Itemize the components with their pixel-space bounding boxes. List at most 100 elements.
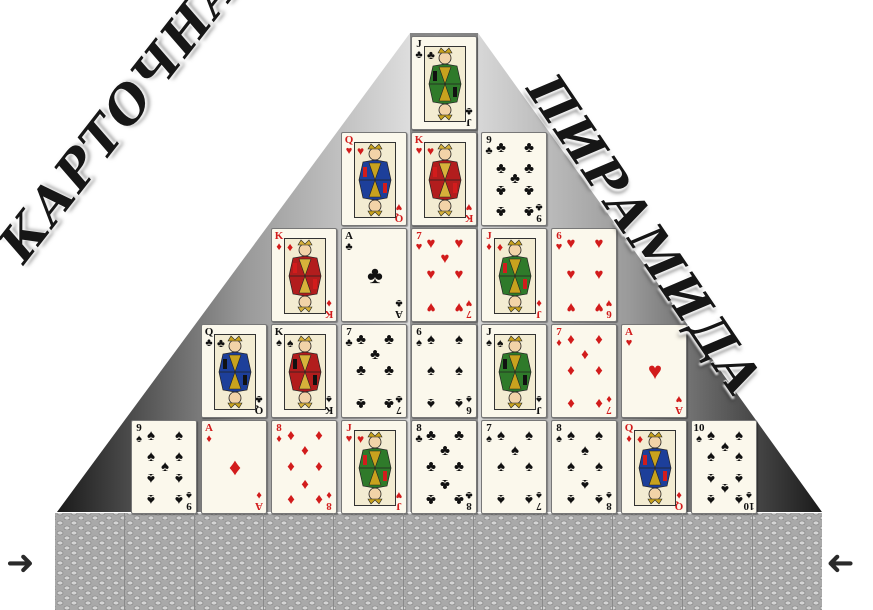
diamond-icon: ♦: [563, 395, 579, 410]
face-card-art: ♥: [424, 142, 466, 218]
spade-icon: ♠: [731, 470, 747, 485]
card-pips: ♠♠♠♠♠♠♠♠♠♠: [703, 429, 747, 507]
club-icon: ♣: [427, 48, 435, 63]
face-card-half: [355, 468, 395, 505]
card-9-spade[interactable]: 9♠9♠♠♠♠♠♠♠♠♠♠: [131, 420, 197, 514]
deck-card-back[interactable]: [543, 513, 613, 610]
card-pips: ♣♣♣♣♣♣♣♣: [423, 429, 467, 507]
club-icon: ♣: [493, 182, 509, 197]
face-card-art: ♥: [354, 430, 396, 506]
deck-card-back[interactable]: [194, 513, 264, 610]
card-9-club[interactable]: 9♣9♣♣♣♣♣♣♣♣♣♣: [481, 132, 547, 226]
arrow-left-icon: ➜: [826, 546, 855, 580]
spade-icon: ♠: [493, 491, 509, 506]
face-card-art: ♣: [214, 334, 256, 410]
face-card-half: [355, 180, 395, 217]
deck-card-back[interactable]: [473, 513, 543, 610]
heart-icon: ♥: [427, 144, 434, 159]
club-icon: ♣: [353, 364, 369, 379]
spade-icon: ♠: [451, 395, 467, 410]
diamond-icon: ♦: [297, 476, 313, 491]
card-pips: ♥: [633, 333, 677, 411]
card-7-club[interactable]: 7♣7♣♣♣♣♣♣♣♣: [341, 324, 407, 418]
card-pips: ♦: [213, 429, 257, 507]
club-icon: ♣: [451, 429, 467, 444]
deck-card-back[interactable]: [613, 513, 683, 610]
club-icon: ♣: [353, 333, 369, 348]
card-6-heart[interactable]: 6♥6♥♥♥♥♥♥♥: [551, 228, 617, 322]
club-icon: ♣: [362, 264, 388, 288]
card-q-diamond[interactable]: Q♦Q♦♦: [621, 420, 687, 514]
spade-icon: ♠: [591, 429, 607, 444]
card-q-club[interactable]: Q♣Q♣♣: [201, 324, 267, 418]
card-j-diamond[interactable]: J♦J♦♦: [481, 228, 547, 322]
spade-icon: ♠: [521, 460, 537, 475]
card-7-spade[interactable]: 7♠7♠♠♠♠♠♠♠♠: [481, 420, 547, 514]
card-pips: ♠♠♠♠♠♠: [423, 333, 467, 411]
spade-icon: ♠: [521, 429, 537, 444]
club-icon: ♣: [381, 333, 397, 348]
spade-icon: ♠: [493, 460, 509, 475]
club-icon: ♣: [493, 203, 509, 218]
spade-icon: ♠: [591, 491, 607, 506]
spade-icon: ♠: [171, 429, 187, 444]
spade-icon: ♠: [287, 336, 293, 351]
card-8-club[interactable]: 8♣8♣♣♣♣♣♣♣♣♣: [411, 420, 477, 514]
deck-card-back[interactable]: [404, 513, 474, 610]
heart-icon: ♥: [423, 237, 439, 252]
card-j-spade[interactable]: J♠J♠♠: [481, 324, 547, 418]
heart-icon: ♥: [451, 268, 467, 283]
card-7-heart[interactable]: 7♥7♥♥♥♥♥♥♥♥: [411, 228, 477, 322]
card-k-diamond[interactable]: K♦K♦♦: [271, 228, 337, 322]
deck-card-back[interactable]: [683, 513, 753, 610]
card-pips: ♦♦♦♦♦♦♦♦: [283, 429, 327, 507]
heart-icon: ♥: [451, 299, 467, 314]
club-icon: ♣: [423, 460, 439, 475]
deck-card-back[interactable]: [752, 513, 822, 610]
card-k-heart[interactable]: K♥K♥♥: [411, 132, 477, 226]
face-card-half: [425, 84, 465, 121]
club-icon: ♣: [367, 348, 383, 363]
card-8-diamond[interactable]: 8♦8♦♦♦♦♦♦♦♦♦: [271, 420, 337, 514]
spade-icon: ♠: [423, 395, 439, 410]
card-q-heart[interactable]: Q♥Q♥♥: [341, 132, 407, 226]
card-j-heart[interactable]: J♥J♥♥: [341, 420, 407, 514]
club-icon: ♣: [521, 141, 537, 156]
club-icon: ♣: [423, 491, 439, 506]
card-a-club[interactable]: A♣A♣♣: [341, 228, 407, 322]
card-k-spade[interactable]: K♠K♠♠: [271, 324, 337, 418]
spade-icon: ♠: [143, 491, 159, 506]
club-icon: ♣: [381, 395, 397, 410]
diamond-icon: ♦: [591, 395, 607, 410]
spade-icon: ♠: [731, 491, 747, 506]
deck-card-back[interactable]: [55, 513, 125, 610]
card-pips: ♣: [353, 237, 397, 315]
heart-icon: ♥: [423, 268, 439, 283]
club-icon: ♣: [521, 182, 537, 197]
heart-icon: ♥: [451, 237, 467, 252]
diamond-icon: ♦: [563, 333, 579, 348]
spade-icon: ♠: [563, 429, 579, 444]
card-7-diamond[interactable]: 7♦7♦♦♦♦♦♦♦♦: [551, 324, 617, 418]
card-8-spade[interactable]: 8♠8♠♠♠♠♠♠♠♠♠: [551, 420, 617, 514]
spade-icon: ♠: [563, 491, 579, 506]
card-a-heart[interactable]: A♥A♥♥: [621, 324, 687, 418]
face-card-art: ♦: [494, 238, 536, 314]
card-pips: ♠♠♠♠♠♠♠: [493, 429, 537, 507]
spade-icon: ♠: [521, 491, 537, 506]
deck-card-back[interactable]: [334, 513, 404, 610]
heart-icon: ♥: [357, 432, 364, 447]
deck-card-back[interactable]: [264, 513, 334, 610]
card-10-spade[interactable]: 10♠10♠♠♠♠♠♠♠♠♠♠♠: [691, 420, 757, 514]
club-icon: ♣: [353, 395, 369, 410]
spade-icon: ♠: [493, 429, 509, 444]
spade-icon: ♠: [171, 491, 187, 506]
card-pips: ♥♥♥♥♥♥: [563, 237, 607, 315]
card-a-diamond[interactable]: A♦A♦♦: [201, 420, 267, 514]
club-icon: ♣: [451, 460, 467, 475]
club-icon: ♣: [437, 444, 453, 459]
card-j-club[interactable]: J♣J♣♣: [411, 36, 477, 130]
spade-icon: ♠: [171, 450, 187, 465]
deck-card-back[interactable]: [125, 513, 195, 610]
card-6-spade[interactable]: 6♠6♠♠♠♠♠♠♠: [411, 324, 477, 418]
